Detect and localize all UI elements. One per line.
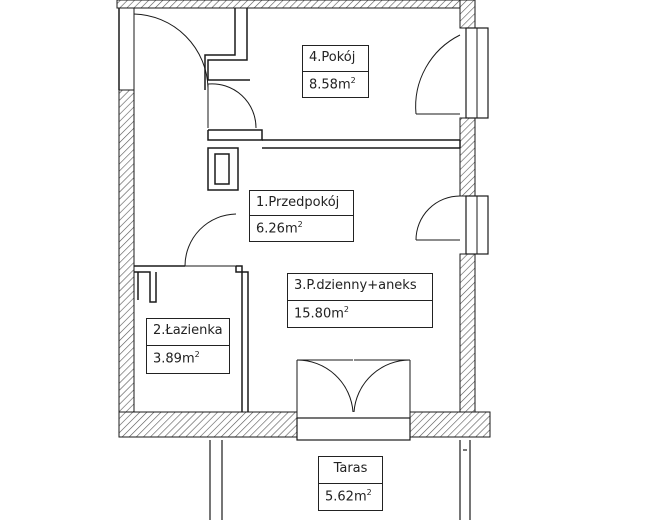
room-label-taras: Taras 5.62m2 bbox=[318, 456, 383, 511]
balcony-door-frame bbox=[296, 417, 411, 441]
door-balcony-right bbox=[353, 359, 411, 413]
room-area: 6.26m2 bbox=[256, 220, 303, 237]
door-bathroom-swing bbox=[184, 213, 237, 267]
wall-right-upper bbox=[459, 0, 476, 29]
door-window-swing-top bbox=[415, 34, 461, 115]
wall-stub bbox=[207, 147, 239, 191]
wall-pokoj-bottom bbox=[207, 129, 263, 141]
room-name: Taras bbox=[319, 457, 382, 484]
door-window-swing-bottom bbox=[415, 195, 461, 241]
wall-bottom-right bbox=[409, 411, 491, 438]
room-name: 3.P.dzienny+aneks bbox=[288, 274, 432, 301]
wall-right-lower bbox=[459, 253, 476, 415]
room-label-przedpokoj: 1.Przedpokój 6.26m2 bbox=[249, 190, 354, 242]
room-area: 3.89m2 bbox=[153, 350, 200, 367]
room-name: 4.Pokój bbox=[303, 46, 368, 72]
room-label-pokoj: 4.Pokój 8.58m2 bbox=[302, 45, 369, 98]
door-pokoj-swing bbox=[207, 83, 257, 129]
wall-top bbox=[116, 0, 475, 9]
wall-left bbox=[118, 89, 135, 421]
room-label-lazienka: 2.Łazienka 3.89m2 bbox=[146, 318, 230, 374]
wall-bottom-left bbox=[118, 411, 298, 438]
wall-pokoj-left bbox=[207, 8, 250, 81]
room-label-dzienny: 3.P.dzienny+aneks 15.80m2 bbox=[287, 273, 433, 328]
room-area: 15.80m2 bbox=[294, 304, 349, 321]
room-name: 2.Łazienka bbox=[147, 319, 229, 346]
door-balcony-left bbox=[296, 359, 354, 413]
room-area: 8.58m2 bbox=[309, 75, 356, 92]
room-area: 5.62m2 bbox=[325, 487, 372, 504]
wall-bathroom-right bbox=[236, 265, 243, 412]
wall-right-mid bbox=[459, 117, 476, 197]
room-name: 1.Przedpokój bbox=[250, 191, 353, 216]
